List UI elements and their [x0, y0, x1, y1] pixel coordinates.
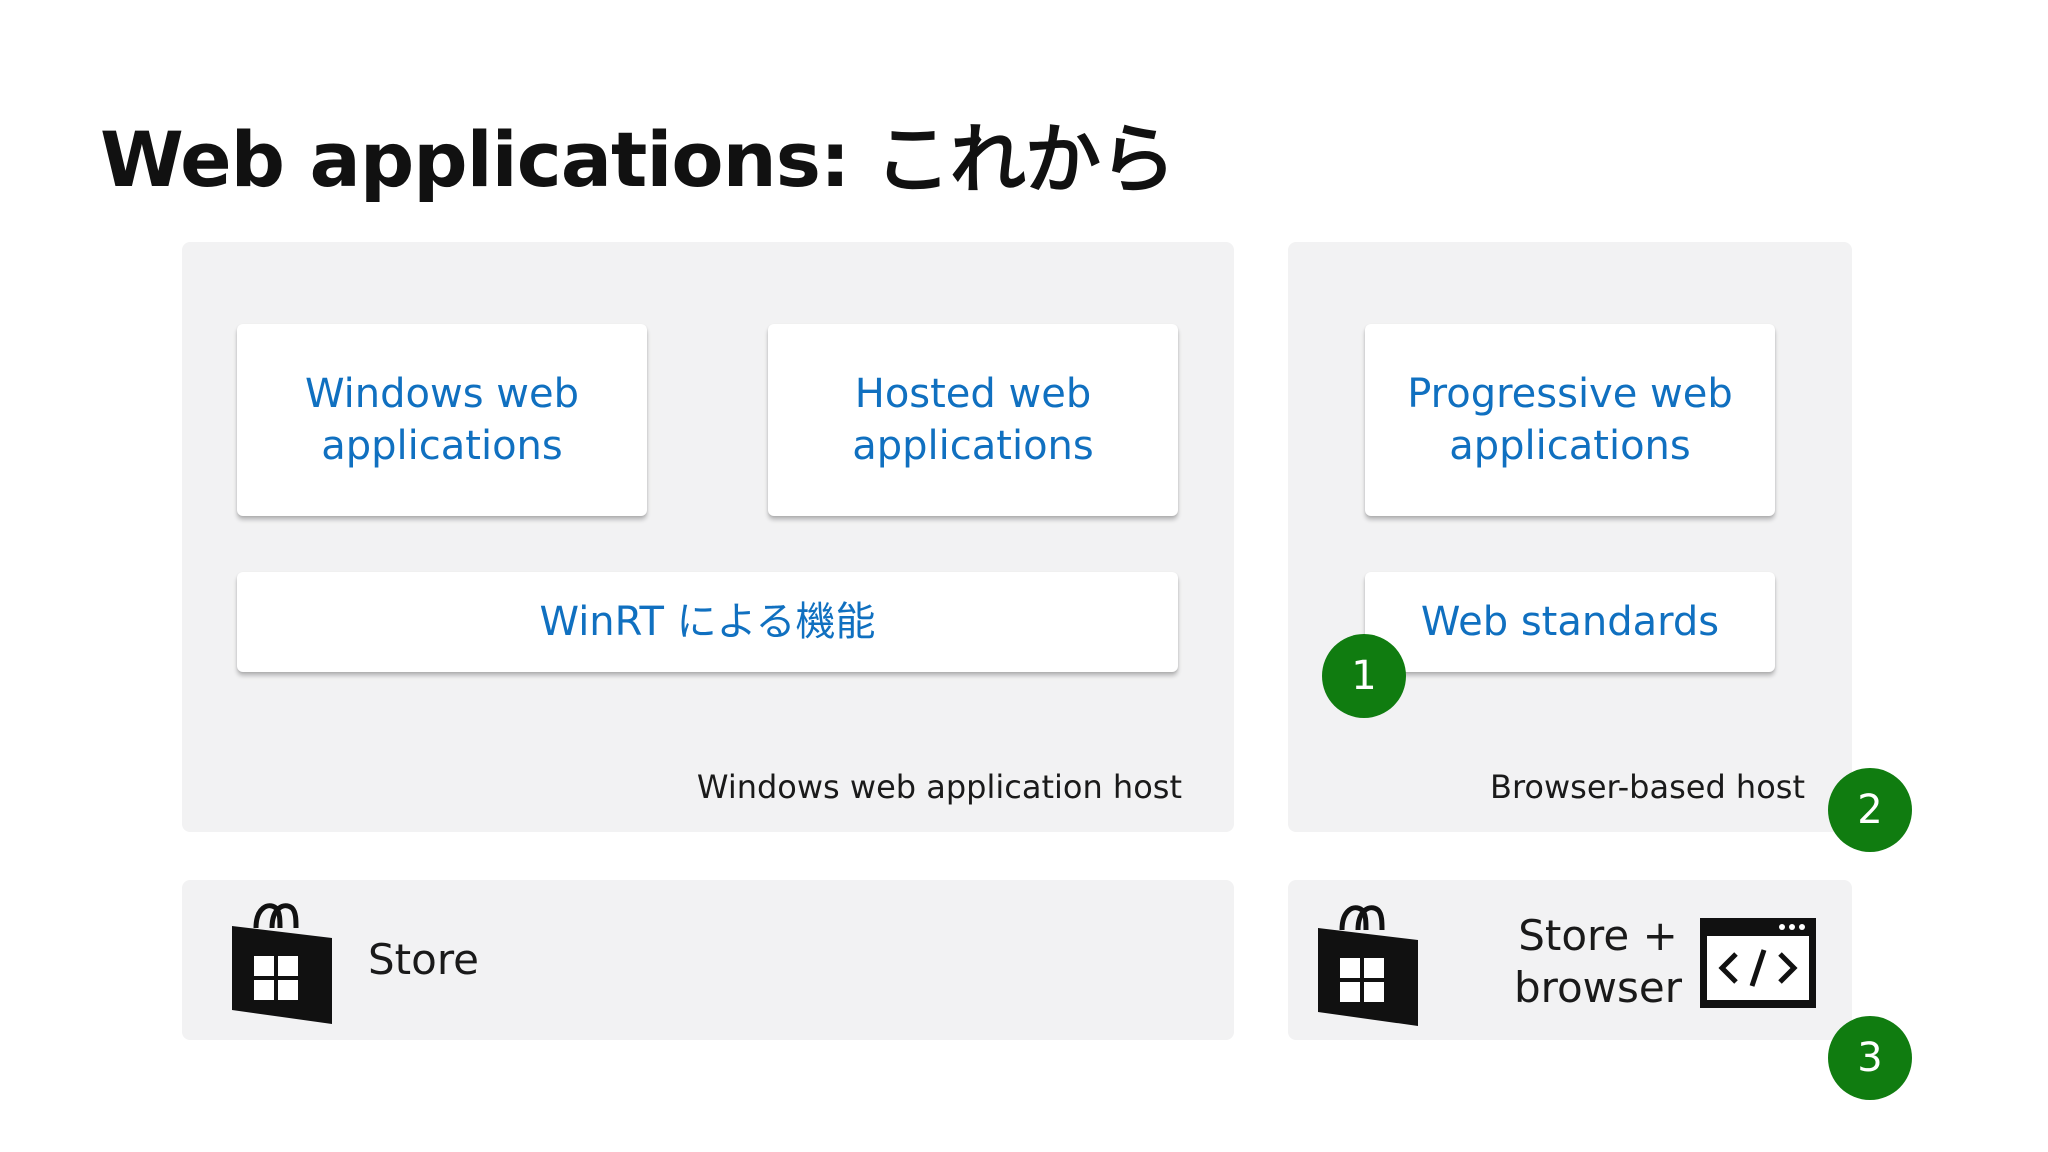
- browser-host-label: Browser-based host: [1489, 768, 1805, 806]
- badge-1: 1: [1322, 634, 1406, 718]
- badge-2: 2: [1828, 768, 1912, 852]
- card-line: applications: [852, 423, 1094, 469]
- web-standards-card: Web standards: [1365, 572, 1775, 672]
- store-browser-line: Store +: [1518, 911, 1678, 960]
- winrt-features-card: WinRT による機能: [237, 572, 1178, 672]
- store-panel: Store: [182, 880, 1234, 1040]
- store-bag-icon: [1318, 900, 1418, 1026]
- card-line: applications: [321, 423, 563, 469]
- store-browser-panel: Store + browser: [1288, 880, 1852, 1040]
- badge-3: 3: [1828, 1016, 1912, 1100]
- store-browser-label: Store + browser: [1474, 910, 1722, 1014]
- card-line: Hosted web: [854, 371, 1092, 417]
- progressive-web-applications-card: Progressive web applications: [1365, 324, 1775, 516]
- card-line: Progressive web: [1407, 371, 1733, 417]
- windows-host-label: Windows web application host: [696, 768, 1182, 806]
- card-line: Windows web: [305, 371, 579, 417]
- card-line: applications: [1449, 423, 1691, 469]
- card-line: Web standards: [1420, 599, 1720, 645]
- hosted-web-applications-card: Hosted web applications: [768, 324, 1178, 516]
- slide-title: Web applications: これから: [100, 115, 1176, 204]
- store-browser-line: browser: [1513, 963, 1683, 1012]
- card-line: WinRT による機能: [539, 599, 876, 645]
- store-bag-icon: [232, 898, 332, 1024]
- browser-code-icon: [1700, 918, 1816, 1008]
- windows-host-panel: Windows web applications Hosted web appl…: [182, 242, 1234, 832]
- browser-host-panel: Progressive web applications Web standar…: [1288, 242, 1852, 832]
- windows-web-applications-card: Windows web applications: [237, 324, 647, 516]
- store-label: Store: [368, 935, 480, 984]
